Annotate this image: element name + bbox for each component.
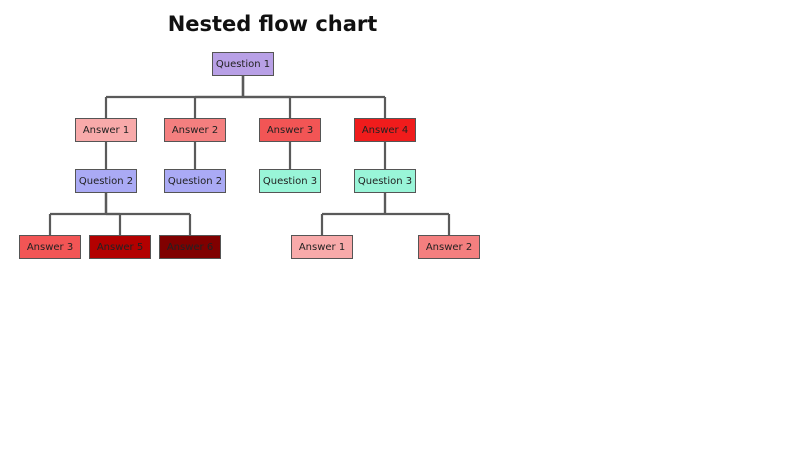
node-question-2-from-answer-1[interactable]: Question 2 (75, 169, 137, 193)
chart-title: Nested flow chart (167, 12, 378, 36)
node-answer-3[interactable]: Answer 3 (259, 118, 321, 142)
node-q2-answer-6[interactable]: Answer 6 (159, 235, 221, 259)
node-question-2-from-answer-2[interactable]: Question 2 (164, 169, 226, 193)
node-question-1[interactable]: Question 1 (212, 52, 274, 76)
node-answer-1[interactable]: Answer 1 (75, 118, 137, 142)
node-q2-answer-5[interactable]: Answer 5 (89, 235, 151, 259)
node-question-3-from-answer-3[interactable]: Question 3 (259, 169, 321, 193)
node-q3-answer-1[interactable]: Answer 1 (291, 235, 353, 259)
node-answer-2[interactable]: Answer 2 (164, 118, 226, 142)
node-q2-answer-3[interactable]: Answer 3 (19, 235, 81, 259)
node-q3-answer-2[interactable]: Answer 2 (418, 235, 480, 259)
node-answer-4[interactable]: Answer 4 (354, 118, 416, 142)
node-question-3-from-answer-4[interactable]: Question 3 (354, 169, 416, 193)
